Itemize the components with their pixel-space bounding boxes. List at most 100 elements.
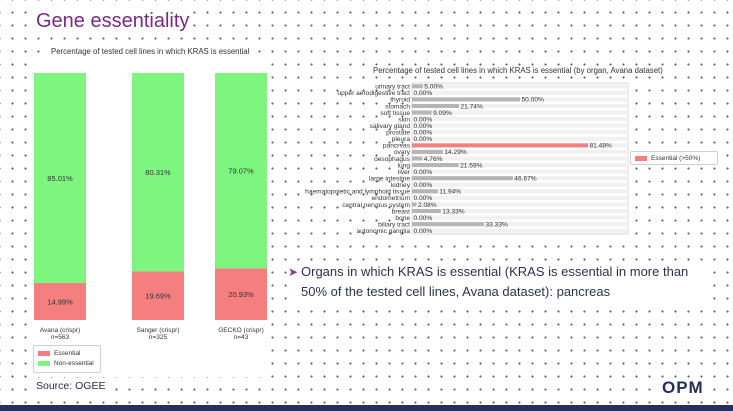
x-tick-label-1: Sanger (crispr) [137, 327, 180, 334]
legend-item-essential: Essential [38, 350, 80, 357]
y-tick-label-1: upper aerodigestive tract [337, 90, 410, 97]
bar-track-13 [412, 169, 628, 174]
x-tick-n-1: n=325 [149, 334, 168, 341]
x-tick-n-0: n=563 [51, 334, 70, 341]
x-tick-label-2: GECKO (crispr) [218, 327, 264, 334]
y-tick-label-17: endometrium [372, 195, 411, 202]
bar-non-essential-2 [215, 73, 267, 269]
y-tick-label-14: large intestine [369, 175, 410, 182]
data-label-10: 14.29% [444, 149, 467, 156]
organ-bar-16 [412, 189, 438, 194]
legend-swatch-essential [38, 351, 50, 356]
data-label-15: 0.00% [414, 182, 433, 189]
bar-track-17 [412, 195, 628, 200]
bar-non-essential-1 [132, 73, 184, 272]
organ-bar-19 [412, 208, 441, 214]
slide-title: Gene essentiality [34, 9, 194, 34]
y-tick-label-20: bone [395, 215, 410, 222]
y-tick-label-19: breast [392, 208, 410, 215]
data-label-22: 0.00% [414, 228, 433, 235]
y-tick-label-10: ovary [394, 149, 411, 156]
data-label-16: 11.94% [439, 189, 461, 196]
bar-track-18 [412, 202, 628, 207]
right-chart-title: Percentage of tested cell lines in which… [370, 66, 666, 75]
legend-item-non-essential: Non-essential [38, 360, 94, 367]
bar-track-20 [412, 215, 628, 220]
opm-logo: OPM [660, 378, 706, 398]
y-tick-label-4: soft tissue [380, 110, 410, 117]
right-chart-legend: Essential (>50%) [630, 151, 718, 165]
organ-bar-21 [412, 222, 484, 227]
organ-bar-4 [412, 110, 432, 115]
organ-bar-3 [412, 103, 459, 109]
organ-bar-12 [412, 163, 459, 168]
bar-track-12 [412, 163, 628, 168]
y-tick-label-16: haematopoietic and lymphoid tissue [305, 189, 410, 196]
data-label-2: 50.00% [522, 97, 545, 104]
legend-label-non-essential: Non-essential [54, 360, 94, 367]
source-note: Source: OGEE [34, 380, 108, 392]
organ-bar-0 [412, 84, 423, 89]
bar-track-4 [412, 110, 628, 115]
legend-swatch-non-essential [38, 361, 50, 366]
data-label-5: 0.00% [414, 116, 433, 123]
bar-track-8 [412, 136, 628, 141]
organ-bar-14 [412, 176, 513, 181]
data-label-21: 33.33% [485, 221, 508, 228]
data-label-7: 0.00% [414, 130, 433, 137]
organ-bar-2 [412, 97, 520, 102]
bullet-point: ➤ Organs in which KRAS is essential (KRA… [288, 262, 708, 302]
bar-essential-0 [34, 282, 86, 320]
y-tick-label-7: prostate [386, 130, 410, 137]
data-label-4: 9.09% [433, 110, 452, 117]
data-label-essential-0: 14.99% [47, 297, 73, 306]
y-tick-label-18: central nervous system [342, 202, 410, 209]
bar-track-10 [412, 149, 628, 154]
data-label-18: 2.08% [418, 202, 437, 209]
y-tick-label-12: lung [398, 162, 411, 169]
y-tick-label-6: salivary gland [370, 123, 411, 130]
data-label-19: 13.33% [442, 208, 465, 215]
arrow-bullet-icon: ➤ [288, 265, 299, 279]
y-tick-label-11: oesophagus [374, 156, 411, 163]
data-label-non-essential-0: 85.01% [47, 174, 73, 183]
bar-essential-1 [132, 271, 184, 320]
bar-non-essential-0 [34, 73, 86, 283]
data-label-17: 0.00% [414, 195, 433, 202]
bar-track-1 [412, 90, 628, 95]
data-label-20: 0.00% [414, 215, 433, 222]
data-label-0: 5.00% [424, 84, 443, 91]
left-chart-title: Percentage of tested cell lines in which… [48, 47, 253, 56]
bar-track-11 [412, 156, 628, 161]
y-tick-label-13: liver [398, 169, 411, 176]
data-label-6: 0.00% [414, 123, 433, 130]
data-label-9: 81.48% [589, 143, 612, 150]
organ-bar-11 [412, 156, 423, 161]
data-label-12: 21.59% [460, 162, 483, 169]
bullet-text: Organs in which KRAS is essential (KRAS … [301, 264, 689, 299]
bar-track-16 [412, 189, 628, 194]
data-label-essential-1: 19.69% [145, 292, 171, 301]
data-label-essential-2: 20.93% [228, 290, 254, 299]
bar-track-0 [412, 84, 628, 89]
y-tick-label-15: kidney [391, 182, 411, 189]
x-tick-label-0: Avana (crispr) [40, 327, 80, 334]
bar-track-7 [412, 130, 628, 135]
organ-bar-10 [412, 149, 443, 154]
y-tick-label-3: stomach [385, 103, 410, 110]
x-tick-n-2: n=43 [234, 334, 249, 341]
y-tick-label-21: biliary tract [378, 221, 410, 228]
bar-essential-2 [215, 268, 267, 320]
data-label-8: 0.00% [414, 136, 433, 143]
legend-swatch-essential-over-50 [635, 155, 647, 161]
data-label-11: 4.76% [424, 156, 443, 163]
y-tick-label-5: skin [398, 116, 410, 123]
organ-bar-18 [412, 202, 417, 207]
bar-track-15 [412, 182, 628, 187]
data-label-14: 46.67% [514, 175, 537, 182]
bar-track-3 [412, 103, 628, 109]
legend-label-essential: Essential [54, 350, 81, 357]
bar-track-21 [412, 222, 628, 227]
data-label-13: 0.00% [414, 169, 433, 176]
